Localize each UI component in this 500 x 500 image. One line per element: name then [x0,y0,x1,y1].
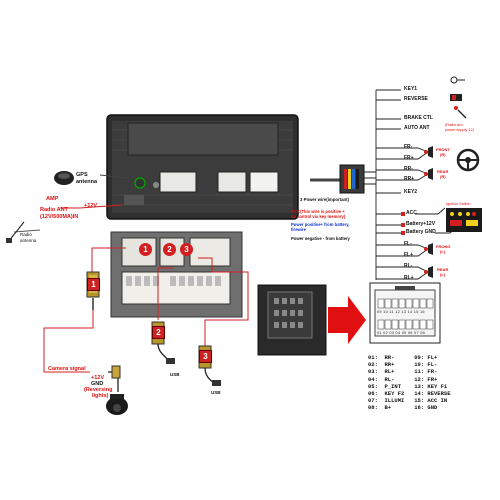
wire-rl-minus: RL- [404,263,413,269]
battery-icon [446,208,482,232]
pinout-diagram [369,282,441,344]
key-icon [450,76,465,84]
wire-reverse: REVERSE [404,96,428,102]
radio-ant-spec: (12V/500MA)IN [40,214,79,220]
gps-label: GPS [76,172,88,178]
power-note-pos-1: Power positive+ from battery, [291,222,350,227]
pin-row: 02: RR+ 10: FL- [368,361,438,369]
pin-row: 05: P_INT 13: KEY F1 [368,382,448,390]
pin-row: 04: RL- 12: FR+ [368,375,438,383]
wire-tree [310,89,461,280]
pin-row: 01: RR- 09: FL+ [368,354,438,361]
amp-label: AMP [46,196,59,202]
wire-key1: KEY1 [404,86,418,92]
wire-battery: Battery+12V [406,221,436,227]
camera-note-1: (Reversing [84,387,113,393]
speaker-icons [424,146,433,278]
ignition-label: Ignition Switch [446,202,471,206]
wire-rr-plus: RR+ [404,176,415,182]
gps-antenna [54,171,74,185]
wire-fr-plus: FR+ [404,155,414,161]
reverse-lamp-icon [450,94,462,101]
usb-marker-3: 3 [199,350,212,363]
usb-label-1: USB [170,372,180,377]
red-arrow [328,296,366,344]
adapter-marker-1: 1 [87,278,100,291]
radio-antenna-label-2: antenna [20,238,37,243]
pin-row: 07: ILLUMI 15: ACC IN [368,397,448,405]
radio-antenna-label: Radio [20,232,32,237]
wire-battery-gnd: Battery GND [406,229,436,235]
wire-rl-plus: RL+ [404,275,414,281]
rear-harness-panel [110,231,243,318]
wire-brake: BRAKE CTL [404,115,433,121]
rear-r-label-2: (R) [440,174,446,179]
wire-acc: ACC [406,210,417,216]
pin-row: 03: RL+ 11: FR- [368,368,438,376]
auto-ant-note-1: (Radio ant [445,123,463,127]
power-note-pos-2: firewire [291,227,306,232]
radio-antenna [6,221,25,243]
iso-plug [339,164,365,194]
gps-label-2: antenna [76,179,98,185]
power-note-acc-2: be control via key memory) [291,214,346,219]
connector-marker-2: 2 [163,243,176,256]
camera-gnd-label: GND [91,381,104,387]
connector-marker-3: 3 [180,243,193,256]
wire-auto-ant: AUTO ANT [404,125,430,131]
rear-l-label-2: (L) [440,272,446,277]
front-r-label-2: (R) [440,152,446,157]
connector-marker-1: 1 [139,243,152,256]
wire-key2: KEY2 [404,189,418,195]
auto-ant-note-2: power supply 12) [445,128,474,132]
reverse-camera [106,365,128,415]
front-r-label: FRONT [436,147,450,152]
power-note-acc-1: ACC(This wire is positive + [291,209,345,214]
front-l-label-2: (L) [440,249,446,254]
rear-r-label: REAR [437,169,449,174]
wire-fl-minus: FL- [404,241,412,247]
pin-row: 08: B+ 16: GND [368,404,438,412]
pinout-bottom-numbers: 01 02 03 04 05 06 07 08 [377,331,426,335]
camera-voltage-label: +12V [91,375,104,381]
harness-closeup [257,284,327,356]
power-note-neg: Power negative - from battery [291,236,350,241]
head-unit [106,114,299,220]
steering-wheel-icon [456,148,480,172]
pinout-top-numbers: 09 10 11 12 13 14 15 16 [377,310,425,314]
wire-fl-plus: FL+ [404,252,414,258]
radio-ant-label: Radio ANT [40,207,68,213]
power-notes-title: 3 Power wire(important) [300,197,349,202]
wire-rr-minus: RR- [404,166,413,172]
auto-antenna-icon [454,106,467,119]
radio-ant-voltage: +12V [84,203,97,209]
rear-l-label: REAR [437,267,449,272]
camera-signal-label: Camera signal [48,366,86,372]
usb-marker-2: 2 [152,326,165,339]
front-l-label: FRONG [436,244,451,249]
camera-note-2: lights) [92,393,109,399]
pin-row: 06: KEY F2 14: REVERSE [368,390,451,397]
wire-fr-minus: FR- [404,144,413,150]
usb-label-2: USB [211,390,221,395]
